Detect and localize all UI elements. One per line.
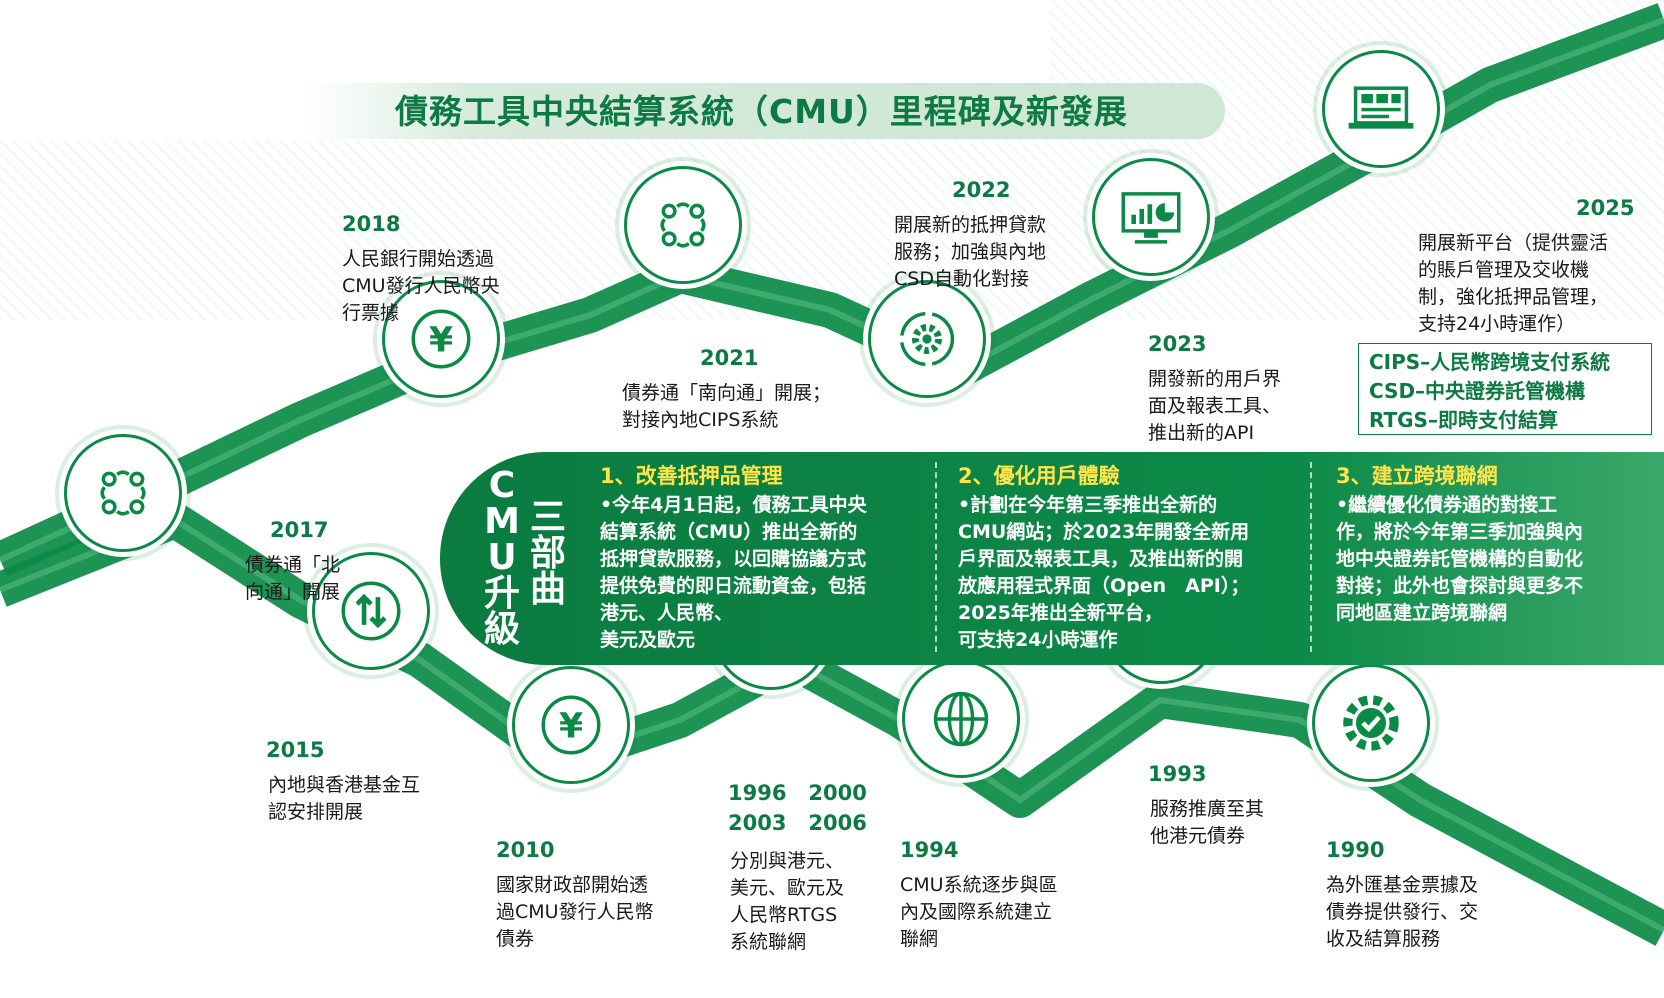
globe-icon	[933, 691, 989, 747]
exchange-arrows-icon	[341, 581, 401, 641]
upgrade-heading-1: 1、改善抵押品管理	[600, 464, 783, 488]
column-divider	[935, 462, 937, 652]
year-2018: 2018	[342, 212, 401, 236]
node-2015	[308, 548, 436, 676]
year-2015: 2015	[266, 738, 325, 762]
node-1990	[1308, 660, 1436, 788]
text-1993: 服務推廣至其他港元債券	[1150, 798, 1265, 847]
year-1994: 1994	[900, 838, 959, 862]
yuan-coin-icon: ¥	[541, 695, 601, 755]
title-banner	[305, 83, 1225, 139]
year-2023: 2023	[1148, 332, 1207, 356]
node-2023	[1088, 154, 1216, 282]
page-title: 債務工具中央結算系統（CMU）里程碑及新發展	[395, 92, 1128, 131]
gear-cycle-icon	[899, 311, 955, 367]
people-cycle-icon	[660, 202, 706, 248]
upgrade-heading-2: 2、優化用戶體驗	[958, 464, 1120, 488]
text-1994: CMU系統逐步與區內及國際系統建立聯網	[900, 874, 1058, 950]
upgrade-body-3: •繼續優化債券通的對接工作，將於今年第三季加強與內地中央證券託管機構的自動化對接…	[1336, 494, 1584, 624]
node-2018: ¥	[378, 276, 506, 404]
node-2022	[864, 276, 992, 404]
year-2021: 2021	[700, 346, 759, 370]
gear-check-icon	[1343, 695, 1399, 751]
upgrade-body-1: •今年4月1日起，債務工具中央結算系統（CMU）推出全新的抵押貸款服務，以回購協…	[600, 494, 867, 651]
node-2017	[60, 430, 188, 558]
year-2022: 2022	[952, 178, 1011, 202]
text-2025: 開展新平台（提供靈活的賬戶管理及交收機制，強化抵押品管理，支持24小時運作）	[1418, 232, 1609, 335]
background-pattern	[0, 140, 1664, 320]
upgrade-label-right: 三部曲	[529, 497, 566, 610]
upgrade-band	[440, 452, 1664, 665]
monitor-chart-icon	[1121, 192, 1181, 244]
node-2010: ¥	[508, 662, 636, 790]
svg-text:¥: ¥	[429, 321, 453, 361]
year-1996: 1996 2000 2003 2006	[728, 781, 867, 835]
year-1993: 1993	[1148, 762, 1207, 786]
text-2021: 債券通「南向通」開展；對接內地CIPS系統	[622, 382, 832, 431]
text-1990: 為外匯基金票據及債券提供發行、交收及結算服務	[1326, 874, 1479, 950]
year-1990: 1990	[1326, 838, 1385, 862]
node-2025	[1318, 46, 1446, 174]
svg-text:¥: ¥	[559, 707, 583, 747]
upgrade-heading-3: 3、建立跨境聯網	[1336, 464, 1498, 488]
text-2010: 國家財政部開始透過CMU發行人民幣債券	[496, 874, 654, 950]
node-1994	[898, 656, 1026, 784]
year-2010: 2010	[496, 838, 555, 862]
laptop-dashboard-icon	[1348, 86, 1414, 129]
people-cycle-icon	[100, 470, 146, 516]
year-2025: 2025	[1576, 196, 1635, 220]
year-2017: 2017	[270, 518, 329, 542]
text-2015: 內地與香港基金互認安排開展	[268, 774, 421, 823]
text-2023: 開發新的用戶界面及報表工具、推出新的API	[1148, 368, 1282, 444]
abbreviation-legend: CIPS–人民幣跨境支付系統 CSD–中央證券託管機構 RTGS–即時支付結算	[1358, 343, 1652, 435]
column-divider	[1310, 462, 1312, 652]
text-2017: 債券通「北向通」開展	[245, 554, 341, 603]
node-2021	[620, 162, 748, 290]
yuan-coin-icon: ¥	[411, 309, 471, 369]
